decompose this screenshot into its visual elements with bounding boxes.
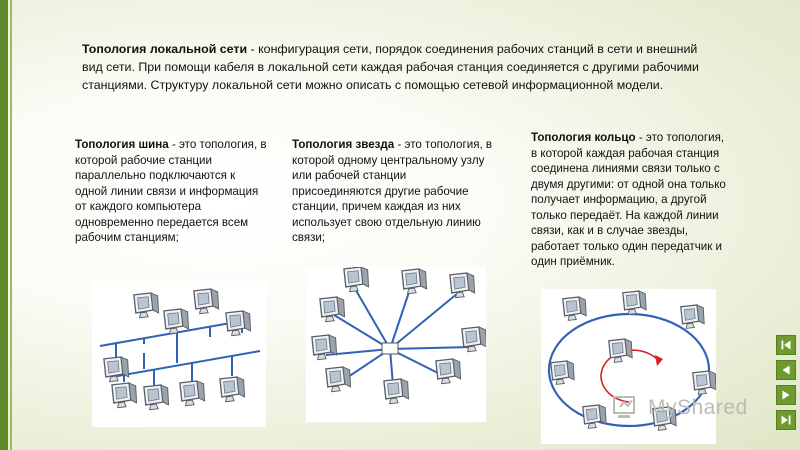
ring-term: Топология кольцо <box>531 131 636 144</box>
computer-icon <box>179 380 206 407</box>
accent-bar-thin <box>10 0 12 450</box>
intro-paragraph: Топология локальной сети - конфигурация … <box>82 40 712 94</box>
bus-diagram-svg <box>99 288 261 411</box>
computer-icon <box>325 366 352 393</box>
ring-direction-arrow <box>600 349 660 403</box>
ring-text: - это топология, в которой каждая рабоча… <box>531 131 726 268</box>
bus-text: - это топология, в которой рабочие станц… <box>75 138 267 244</box>
computer-icon <box>111 382 138 409</box>
watermark-text: MyShared <box>648 396 748 419</box>
star-diagram-svg <box>311 267 486 405</box>
computer-icon <box>383 378 410 405</box>
ring-description: Топология кольцо - это топология, в кото… <box>531 130 731 270</box>
computer-icon <box>219 376 246 403</box>
computer-icon <box>652 406 677 431</box>
computer-icon <box>449 272 476 299</box>
prev-slide-icon <box>782 365 790 375</box>
next-slide-icon <box>782 390 790 400</box>
bus-description: Топология шина - это топология, в которо… <box>75 137 267 246</box>
computer-icon <box>163 308 190 335</box>
ring-diagram-svg <box>547 290 716 431</box>
nav-last-button[interactable] <box>776 410 796 430</box>
computer-icon <box>401 268 428 295</box>
computer-icon <box>622 290 647 315</box>
computer-icon <box>692 370 716 395</box>
intro-text: - конфигурация сети, порядок соединения … <box>82 42 699 92</box>
nav-first-button[interactable] <box>776 335 796 355</box>
bus-term: Топология шина <box>75 138 169 151</box>
computer-icon <box>225 310 252 337</box>
computer-icon <box>143 384 170 411</box>
nav-prev-button[interactable] <box>776 360 796 380</box>
computer-icon <box>133 292 160 319</box>
star-description: Топология звезда - это топология, в кото… <box>292 137 497 246</box>
computer-icon <box>680 304 705 329</box>
computer-icon <box>311 334 338 361</box>
computer-icon <box>461 326 486 353</box>
computer-icon <box>103 356 130 383</box>
intro-term: Топология локальной сети <box>82 42 248 56</box>
star-term: Топология звезда <box>292 138 395 151</box>
computer-icon <box>343 267 370 293</box>
star-diagram <box>306 267 486 422</box>
bus-diagram <box>92 281 266 427</box>
watermark: MyShared <box>612 393 748 423</box>
computer-icon <box>193 288 220 315</box>
computer-icon <box>608 338 633 363</box>
computer-icon <box>562 296 587 321</box>
star-text: - это топология, в которой одному центра… <box>292 138 493 244</box>
nav-next-button[interactable] <box>776 385 796 405</box>
computer-icon <box>319 296 346 323</box>
computer-icon <box>550 360 575 385</box>
star-hub <box>381 342 399 355</box>
last-slide-icon <box>781 415 791 425</box>
star-cables <box>325 286 473 398</box>
computer-icon <box>435 358 462 385</box>
computer-icon <box>582 404 607 429</box>
first-slide-icon <box>781 340 791 350</box>
ring-diagram <box>541 289 716 444</box>
accent-bar <box>0 0 8 450</box>
ring-arrowhead <box>655 355 663 366</box>
watermark-logo-icon <box>613 396 635 418</box>
